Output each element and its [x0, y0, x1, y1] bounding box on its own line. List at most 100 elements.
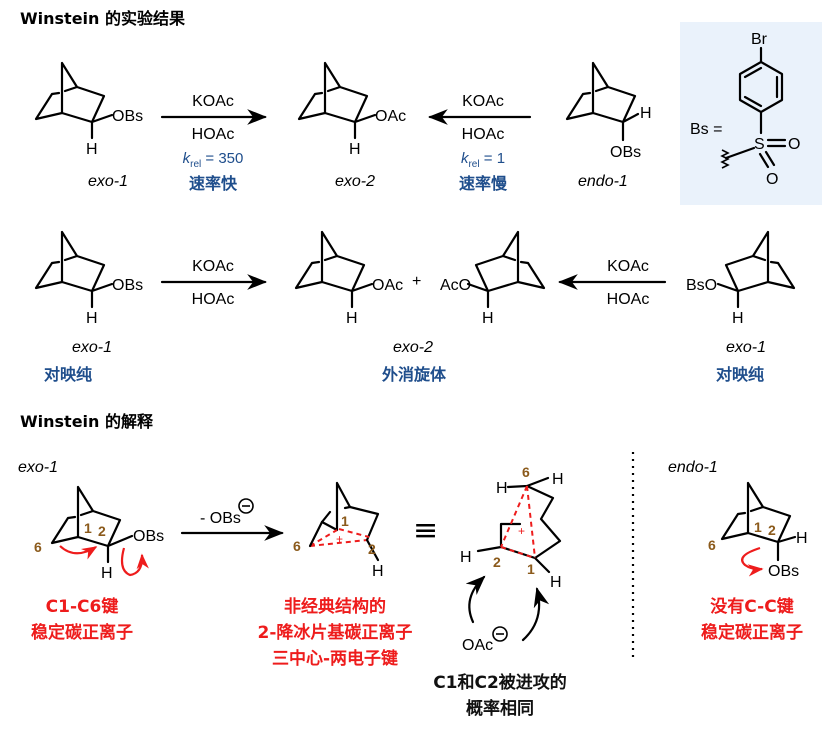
equivalence-sign: ≡: [413, 513, 438, 548]
heading-explanation: Winstein 的解释: [20, 412, 154, 431]
h-atom: H: [552, 471, 564, 488]
solvent: HOAc: [192, 126, 235, 143]
h-atom: H: [550, 574, 562, 591]
solvent: HOAc: [462, 126, 505, 143]
oac-group: OAc: [372, 277, 403, 294]
h-atom: H: [640, 105, 652, 122]
exo-1-mechanism: OBs H 1 2 6: [34, 485, 164, 582]
bs-label: Bs =: [690, 121, 722, 138]
red-curved-arrow: [120, 547, 149, 577]
h-atom: H: [346, 310, 358, 327]
c1-number: 1: [754, 519, 762, 535]
acetate: OAc: [462, 637, 493, 654]
h-atom: H: [482, 310, 494, 327]
obs-group: OBs: [610, 144, 641, 161]
label-exo-2: exo-2: [393, 339, 433, 356]
solvent: HOAc: [192, 291, 235, 308]
label-exo-1: exo-1: [72, 339, 112, 356]
endo-1-structure: H OBs: [565, 61, 652, 161]
label-exo-1: exo-1: [88, 173, 128, 190]
plus-sign: +: [412, 273, 421, 290]
label-exo-1: exo-1: [726, 339, 766, 356]
ent-exo-2-structure: AcO H: [440, 230, 546, 327]
label-exo-1: exo-1: [18, 459, 58, 476]
plus-charge: +: [518, 524, 525, 538]
c1-number: 1: [341, 513, 349, 529]
bso-group: BsO: [686, 277, 717, 294]
note-cation: 非经典结构的: [284, 596, 386, 617]
minus-charge-icon: [238, 498, 254, 514]
c6-number: 6: [708, 537, 716, 553]
leaving-group: - OBs: [200, 510, 241, 527]
note-cation: 三中心-两电子键: [272, 648, 398, 669]
minus-charge-icon: [492, 626, 508, 642]
nonclassical-cation-structure: 6 1 2 + H: [293, 481, 384, 580]
h-atom: H: [732, 310, 744, 327]
o-atom: O: [766, 171, 778, 188]
3d-cation-structure: H H 6 + H 2 1 H OAc: [460, 464, 564, 654]
c2-number: 2: [768, 522, 776, 538]
attack-arrow-c1: [521, 587, 550, 642]
note-exo: C1-C6键: [46, 596, 119, 617]
note-enantiopure: 对映纯: [44, 365, 92, 384]
reagent: KOAc: [192, 258, 234, 275]
note-attack: C1和C2被进攻的: [433, 672, 567, 693]
note-exo: 稳定碳正离子: [31, 622, 133, 643]
c6-number: 6: [522, 464, 530, 480]
h-atom: H: [101, 565, 113, 582]
label-endo-1: endo-1: [578, 173, 628, 190]
c6-number: 6: [293, 538, 301, 554]
note-attack: 概率相同: [466, 698, 534, 719]
exo-1-structure: OBs H: [34, 230, 143, 327]
o-atom: O: [788, 136, 800, 153]
attack-arrow-c2: [465, 575, 486, 624]
c2-number: 2: [98, 523, 106, 539]
h-atom: H: [460, 549, 472, 566]
reagent: KOAc: [462, 93, 504, 110]
br-atom: Br: [751, 31, 768, 48]
aco-group: AcO: [440, 277, 471, 294]
bs-structure: Br S O O Bs =: [690, 31, 800, 188]
h-atom: H: [86, 141, 98, 158]
c1-number: 1: [84, 520, 92, 536]
note-endo: 没有C-C键: [710, 596, 793, 617]
red-curved-arrow: [741, 546, 764, 577]
red-curved-arrow: [59, 545, 98, 560]
h-atom: H: [86, 310, 98, 327]
note-racemic: 外消旋体: [381, 365, 447, 384]
h-atom: H: [796, 530, 808, 547]
s-atom: S: [754, 136, 765, 153]
c1-number: 1: [527, 561, 535, 577]
note-cation: 2-降冰片基碳正离子: [258, 622, 413, 643]
obs-group: OBs: [112, 108, 143, 125]
obs-group: OBs: [133, 528, 164, 545]
label-exo-2: exo-2: [335, 173, 375, 190]
wavy-bond: [720, 149, 730, 169]
reagent: KOAc: [192, 93, 234, 110]
krel-350: krel = 350: [183, 150, 244, 170]
oac-group: OAc: [375, 108, 406, 125]
plus-charge: +: [336, 532, 343, 546]
rate-slow: 速率慢: [459, 174, 508, 193]
obs-group: OBs: [112, 277, 143, 294]
rate-fast: 速率快: [189, 174, 238, 193]
c2-number: 2: [493, 554, 501, 570]
reagent: KOAc: [607, 258, 649, 275]
krel-1: krel = 1: [461, 150, 505, 170]
label-endo-1: endo-1: [668, 459, 718, 476]
endo-1-mechanism: H OBs 1 2 6: [708, 481, 808, 580]
h-atom: H: [349, 141, 361, 158]
ent-exo-1-structure: BsO H: [686, 230, 796, 327]
note-enantiopure: 对映纯: [716, 365, 764, 384]
c2-number: 2: [368, 541, 376, 557]
obs-group: OBs: [768, 563, 799, 580]
exo-1-structure: OBs H: [34, 61, 143, 158]
exo-2-structure: OAc H: [294, 230, 403, 327]
h-atom: H: [372, 563, 384, 580]
c6-number: 6: [34, 539, 42, 555]
solvent: HOAc: [607, 291, 650, 308]
bs-definition-box: [680, 22, 822, 205]
h-atom: H: [496, 480, 508, 497]
